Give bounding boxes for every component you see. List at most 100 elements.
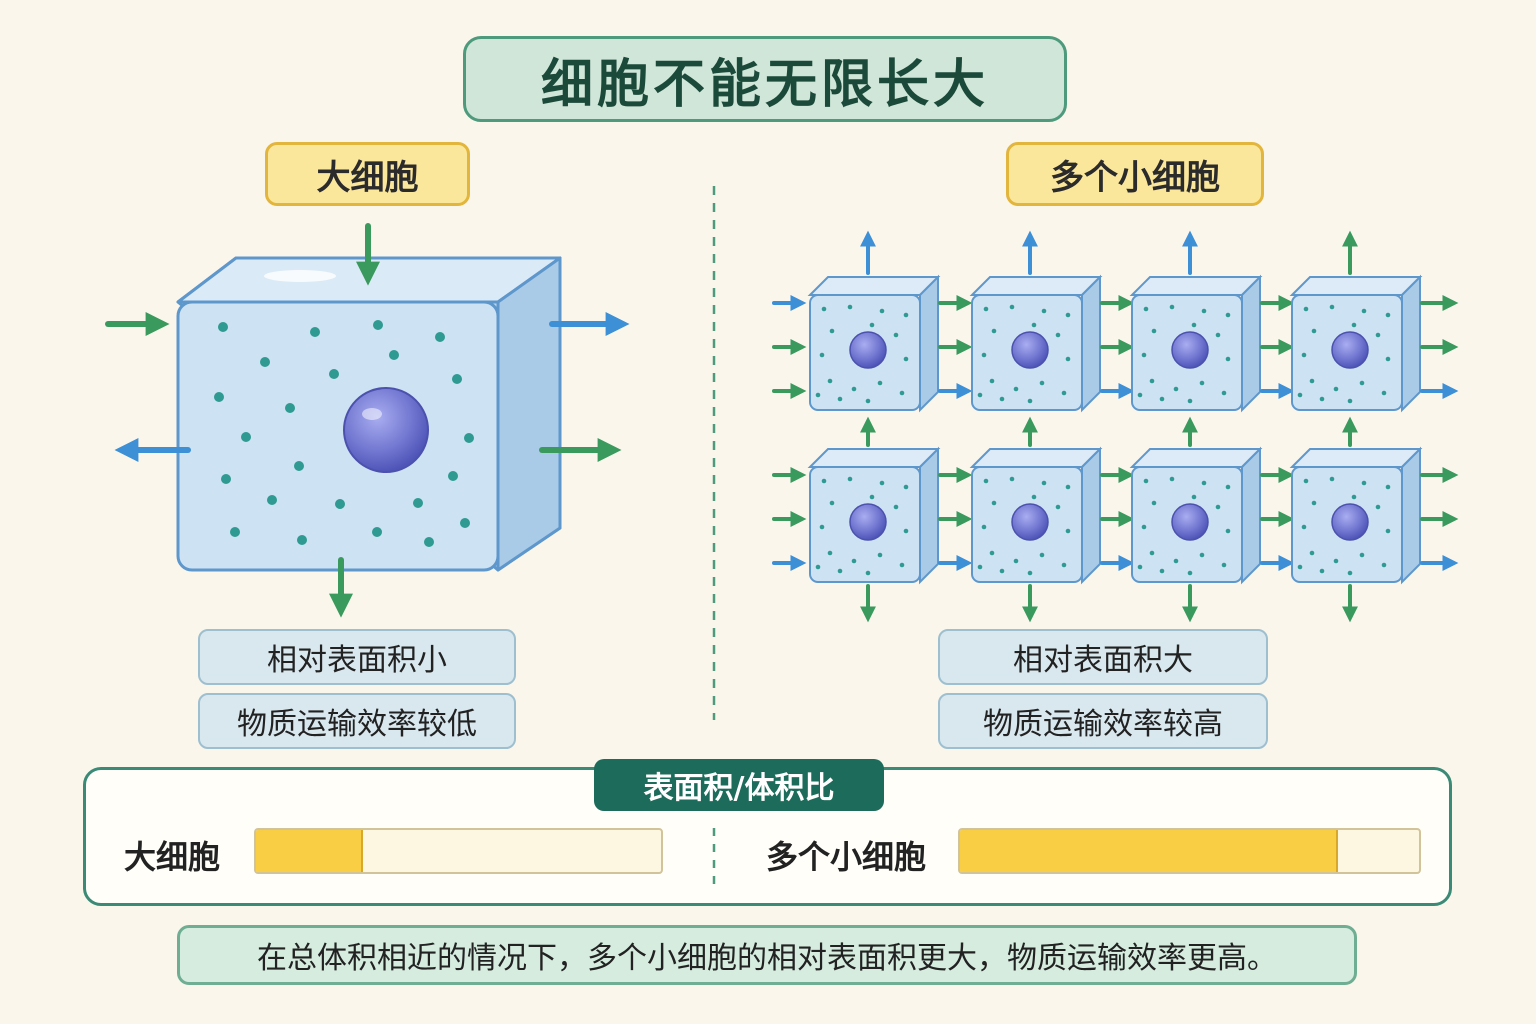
small-cell-dot bbox=[1141, 352, 1147, 358]
small-cell-dot bbox=[1329, 304, 1335, 310]
small-cells-info-transport: 物质运输效率较高 bbox=[938, 693, 1268, 749]
small-cell-dot bbox=[1215, 504, 1221, 510]
small-cells-info-surface: 相对表面积大 bbox=[938, 629, 1268, 685]
small-cell-dot bbox=[1027, 570, 1033, 576]
small-cell-dot bbox=[1031, 322, 1037, 328]
small-cell-dot bbox=[1151, 500, 1157, 506]
small-cell-dot bbox=[1065, 528, 1071, 534]
large-cell-ratio-fill bbox=[256, 830, 364, 872]
small-cell-dot bbox=[977, 392, 983, 398]
small-cell-dot bbox=[1027, 398, 1033, 404]
small-cell-dot bbox=[1173, 558, 1179, 564]
small-cell-nucleus bbox=[1171, 503, 1209, 541]
small-cell-dot bbox=[847, 476, 853, 482]
large-cell-info-surface: 相对表面积小 bbox=[198, 629, 516, 685]
small-cell-dot bbox=[1225, 312, 1231, 318]
small-cell-dot bbox=[1191, 494, 1197, 500]
small-cell-dot bbox=[1055, 332, 1061, 338]
small-cell-dot bbox=[847, 304, 853, 310]
small-cells-label: 多个小细胞 bbox=[1006, 142, 1264, 206]
small-cell-dot bbox=[879, 308, 885, 314]
small-cell-nucleus bbox=[849, 331, 887, 369]
small-cell-dot bbox=[877, 380, 883, 386]
small-cell-nucleus bbox=[1011, 331, 1049, 369]
small-cell-dot bbox=[1221, 562, 1227, 568]
small-cell-dot bbox=[1201, 308, 1207, 314]
small-cell-dot bbox=[1311, 328, 1317, 334]
large-cell-bar-label: 大细胞 bbox=[124, 838, 221, 876]
small-cell-dot bbox=[829, 328, 835, 334]
small-cell-dot bbox=[1065, 484, 1071, 490]
small-cell-dot bbox=[815, 392, 821, 398]
small-cell-dot bbox=[1013, 386, 1019, 392]
page-title: 细胞不能无限长大 bbox=[463, 36, 1067, 122]
small-cell-dot bbox=[1221, 390, 1227, 396]
small-cell-dot bbox=[819, 352, 825, 358]
small-cell-top bbox=[1289, 276, 1423, 296]
small-cell-dot bbox=[1143, 306, 1149, 312]
small-cell-dot bbox=[1065, 356, 1071, 362]
small-cell-dot bbox=[893, 332, 899, 338]
small-cell-dot bbox=[837, 396, 843, 402]
small-cell-dot bbox=[1319, 396, 1325, 402]
small-cell-dot bbox=[1333, 386, 1339, 392]
small-cell-dot bbox=[1187, 398, 1193, 404]
small-cell-top bbox=[969, 448, 1103, 468]
small-cell-dot bbox=[1173, 386, 1179, 392]
small-cell-dot bbox=[1375, 504, 1381, 510]
small-cell-dot bbox=[1159, 396, 1165, 402]
small-cell-dot bbox=[1385, 528, 1391, 534]
small-cell-dot bbox=[1039, 380, 1045, 386]
small-cell-dot bbox=[1215, 332, 1221, 338]
small-cell-dot bbox=[1065, 312, 1071, 318]
small-cell-dot bbox=[1309, 378, 1315, 384]
small-cell-dot bbox=[1141, 524, 1147, 530]
small-cell-dot bbox=[1375, 332, 1381, 338]
small-cell-dot bbox=[829, 500, 835, 506]
small-cell-side bbox=[1401, 274, 1421, 413]
small-cell-dot bbox=[837, 568, 843, 574]
small-cell-side bbox=[1401, 446, 1421, 585]
small-cell-dot bbox=[1137, 564, 1143, 570]
small-cell-dot bbox=[821, 478, 827, 484]
small-cell-dot bbox=[1151, 328, 1157, 334]
small-cell-dot bbox=[1351, 322, 1357, 328]
small-cell-top bbox=[969, 276, 1103, 296]
small-cell-dot bbox=[1009, 304, 1015, 310]
small-cell-dot bbox=[903, 312, 909, 318]
small-cell-side bbox=[1081, 446, 1101, 585]
small-cell-nucleus bbox=[1011, 503, 1049, 541]
small-cell-dot bbox=[983, 478, 989, 484]
small-cell-dot bbox=[1055, 504, 1061, 510]
small-cells-bar-label: 多个小细胞 bbox=[766, 838, 927, 876]
small-cell-dot bbox=[1137, 392, 1143, 398]
small-cell-dot bbox=[815, 564, 821, 570]
small-cell-dot bbox=[981, 352, 987, 358]
small-cell-top bbox=[807, 448, 941, 468]
small-cell-dot bbox=[1311, 500, 1317, 506]
large-cell-info-transport: 物质运输效率较低 bbox=[198, 693, 516, 749]
small-cell-side bbox=[919, 274, 939, 413]
small-cell-dot bbox=[991, 500, 997, 506]
small-cell-dot bbox=[989, 550, 995, 556]
small-cell-dot bbox=[865, 398, 871, 404]
small-cell-dot bbox=[977, 564, 983, 570]
small-cell-dot bbox=[1187, 570, 1193, 576]
small-cell-dot bbox=[877, 552, 883, 558]
small-cell-dot bbox=[1159, 568, 1165, 574]
small-cell-dot bbox=[903, 528, 909, 534]
small-cell-dot bbox=[851, 558, 857, 564]
small-cell-dot bbox=[1149, 550, 1155, 556]
small-cell-dot bbox=[999, 568, 1005, 574]
ratio-panel-title: 表面积/体积比 bbox=[594, 759, 884, 811]
small-cell-dot bbox=[1225, 484, 1231, 490]
small-cell-dot bbox=[1149, 378, 1155, 384]
small-cell-top bbox=[807, 276, 941, 296]
small-cell-dot bbox=[1169, 476, 1175, 482]
small-cells-ratio-fill bbox=[960, 830, 1339, 872]
small-cell-nucleus bbox=[849, 503, 887, 541]
small-cell-dot bbox=[827, 550, 833, 556]
small-cell-dot bbox=[1199, 552, 1205, 558]
small-cell-dot bbox=[1031, 494, 1037, 500]
